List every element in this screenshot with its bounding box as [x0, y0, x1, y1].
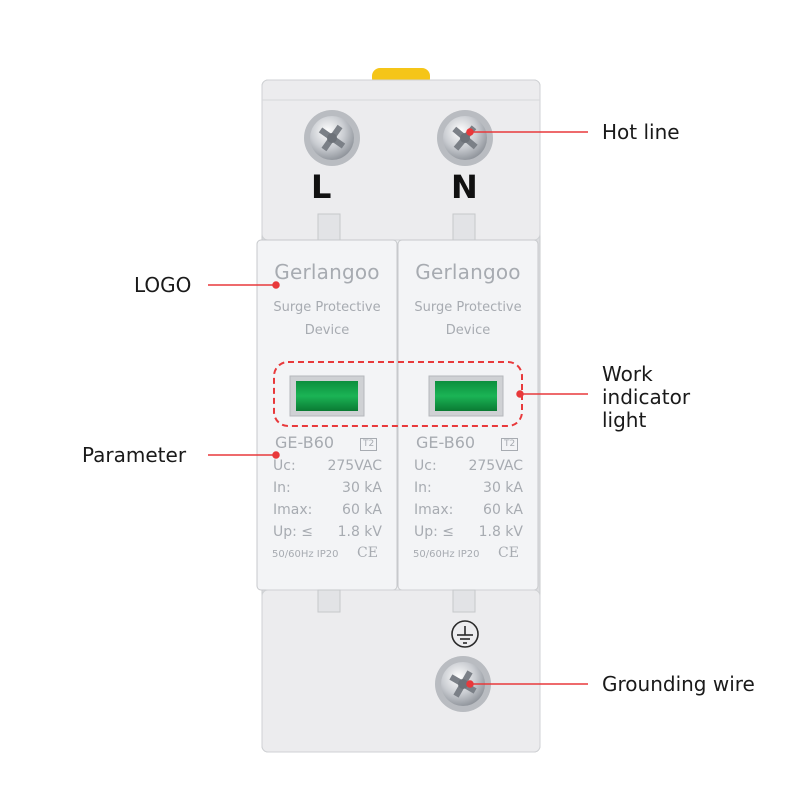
- module-right-class-badge: T2: [501, 438, 519, 451]
- module-left-class-badge: T2: [360, 438, 378, 451]
- callout-parameter: Parameter: [82, 443, 187, 467]
- module-left-param-value: 60 kA: [342, 502, 382, 518]
- module-right-param-key: In:: [414, 480, 432, 496]
- module-left-param-key: Up: ≤: [273, 524, 314, 540]
- module-right-cert: 50/60Hz IP20: [413, 549, 480, 560]
- callout-work-indicator-1: Work: [602, 362, 653, 386]
- module-right-param-value: 1.8 kV: [478, 524, 523, 540]
- callout-logo: LOGO: [134, 273, 192, 297]
- screw-icon-ground: [435, 656, 491, 712]
- module-left-param-value: 30 kA: [342, 480, 382, 496]
- module-right-param-key: Up: ≤: [414, 524, 455, 540]
- callout-hot-line: Hot line: [602, 120, 680, 144]
- module-left-param-key: Imax:: [273, 502, 313, 518]
- module-right-param-value: 275VAC: [468, 458, 523, 474]
- indicator-window-right: [435, 381, 497, 411]
- callout-work-indicator-2: indicator: [602, 385, 691, 409]
- module-right-ce-mark: CE: [498, 545, 519, 561]
- module-left-param-key: Uc:: [273, 458, 296, 474]
- module-left-param-value: 275VAC: [327, 458, 382, 474]
- module-left-param-value: 1.8 kV: [337, 524, 382, 540]
- indicator-highlight-box: [273, 361, 523, 427]
- screw-icon-l: [304, 110, 360, 166]
- module-left-cert: 50/60Hz IP20: [272, 549, 339, 560]
- module-left-model: GE-B60: [275, 433, 335, 452]
- module-right-brand: Gerlangoo: [415, 260, 521, 284]
- module-right-param-value: 30 kA: [483, 480, 523, 496]
- indicator-window-left: [296, 381, 358, 411]
- terminal-label-l: L: [311, 168, 332, 206]
- ground-symbol-icon: [451, 620, 479, 648]
- module-left-ce-mark: CE: [357, 545, 378, 561]
- module-left-brand: Gerlangoo: [274, 260, 380, 284]
- terminal-label-n: N: [451, 168, 478, 206]
- callout-grounding-wire: Grounding wire: [602, 672, 755, 696]
- module-right-subtitle-1: Surge Protective: [414, 300, 522, 315]
- module-right-param-key: Imax:: [414, 502, 454, 518]
- screw-icon-n: [437, 110, 493, 166]
- bottom-terminal-block: [261, 589, 541, 753]
- module-right-subtitle-2: Device: [445, 323, 491, 338]
- module-left-subtitle-2: Device: [304, 323, 350, 338]
- callout-work-indicator-3: light: [602, 408, 647, 432]
- module-right-param-key: Uc:: [414, 458, 437, 474]
- top-terminal-block: [261, 79, 541, 241]
- module-right-param-value: 60 kA: [483, 502, 523, 518]
- module-right-model: GE-B60: [416, 433, 476, 452]
- module-left-param-key: In:: [273, 480, 291, 496]
- module-left-subtitle-1: Surge Protective: [273, 300, 381, 315]
